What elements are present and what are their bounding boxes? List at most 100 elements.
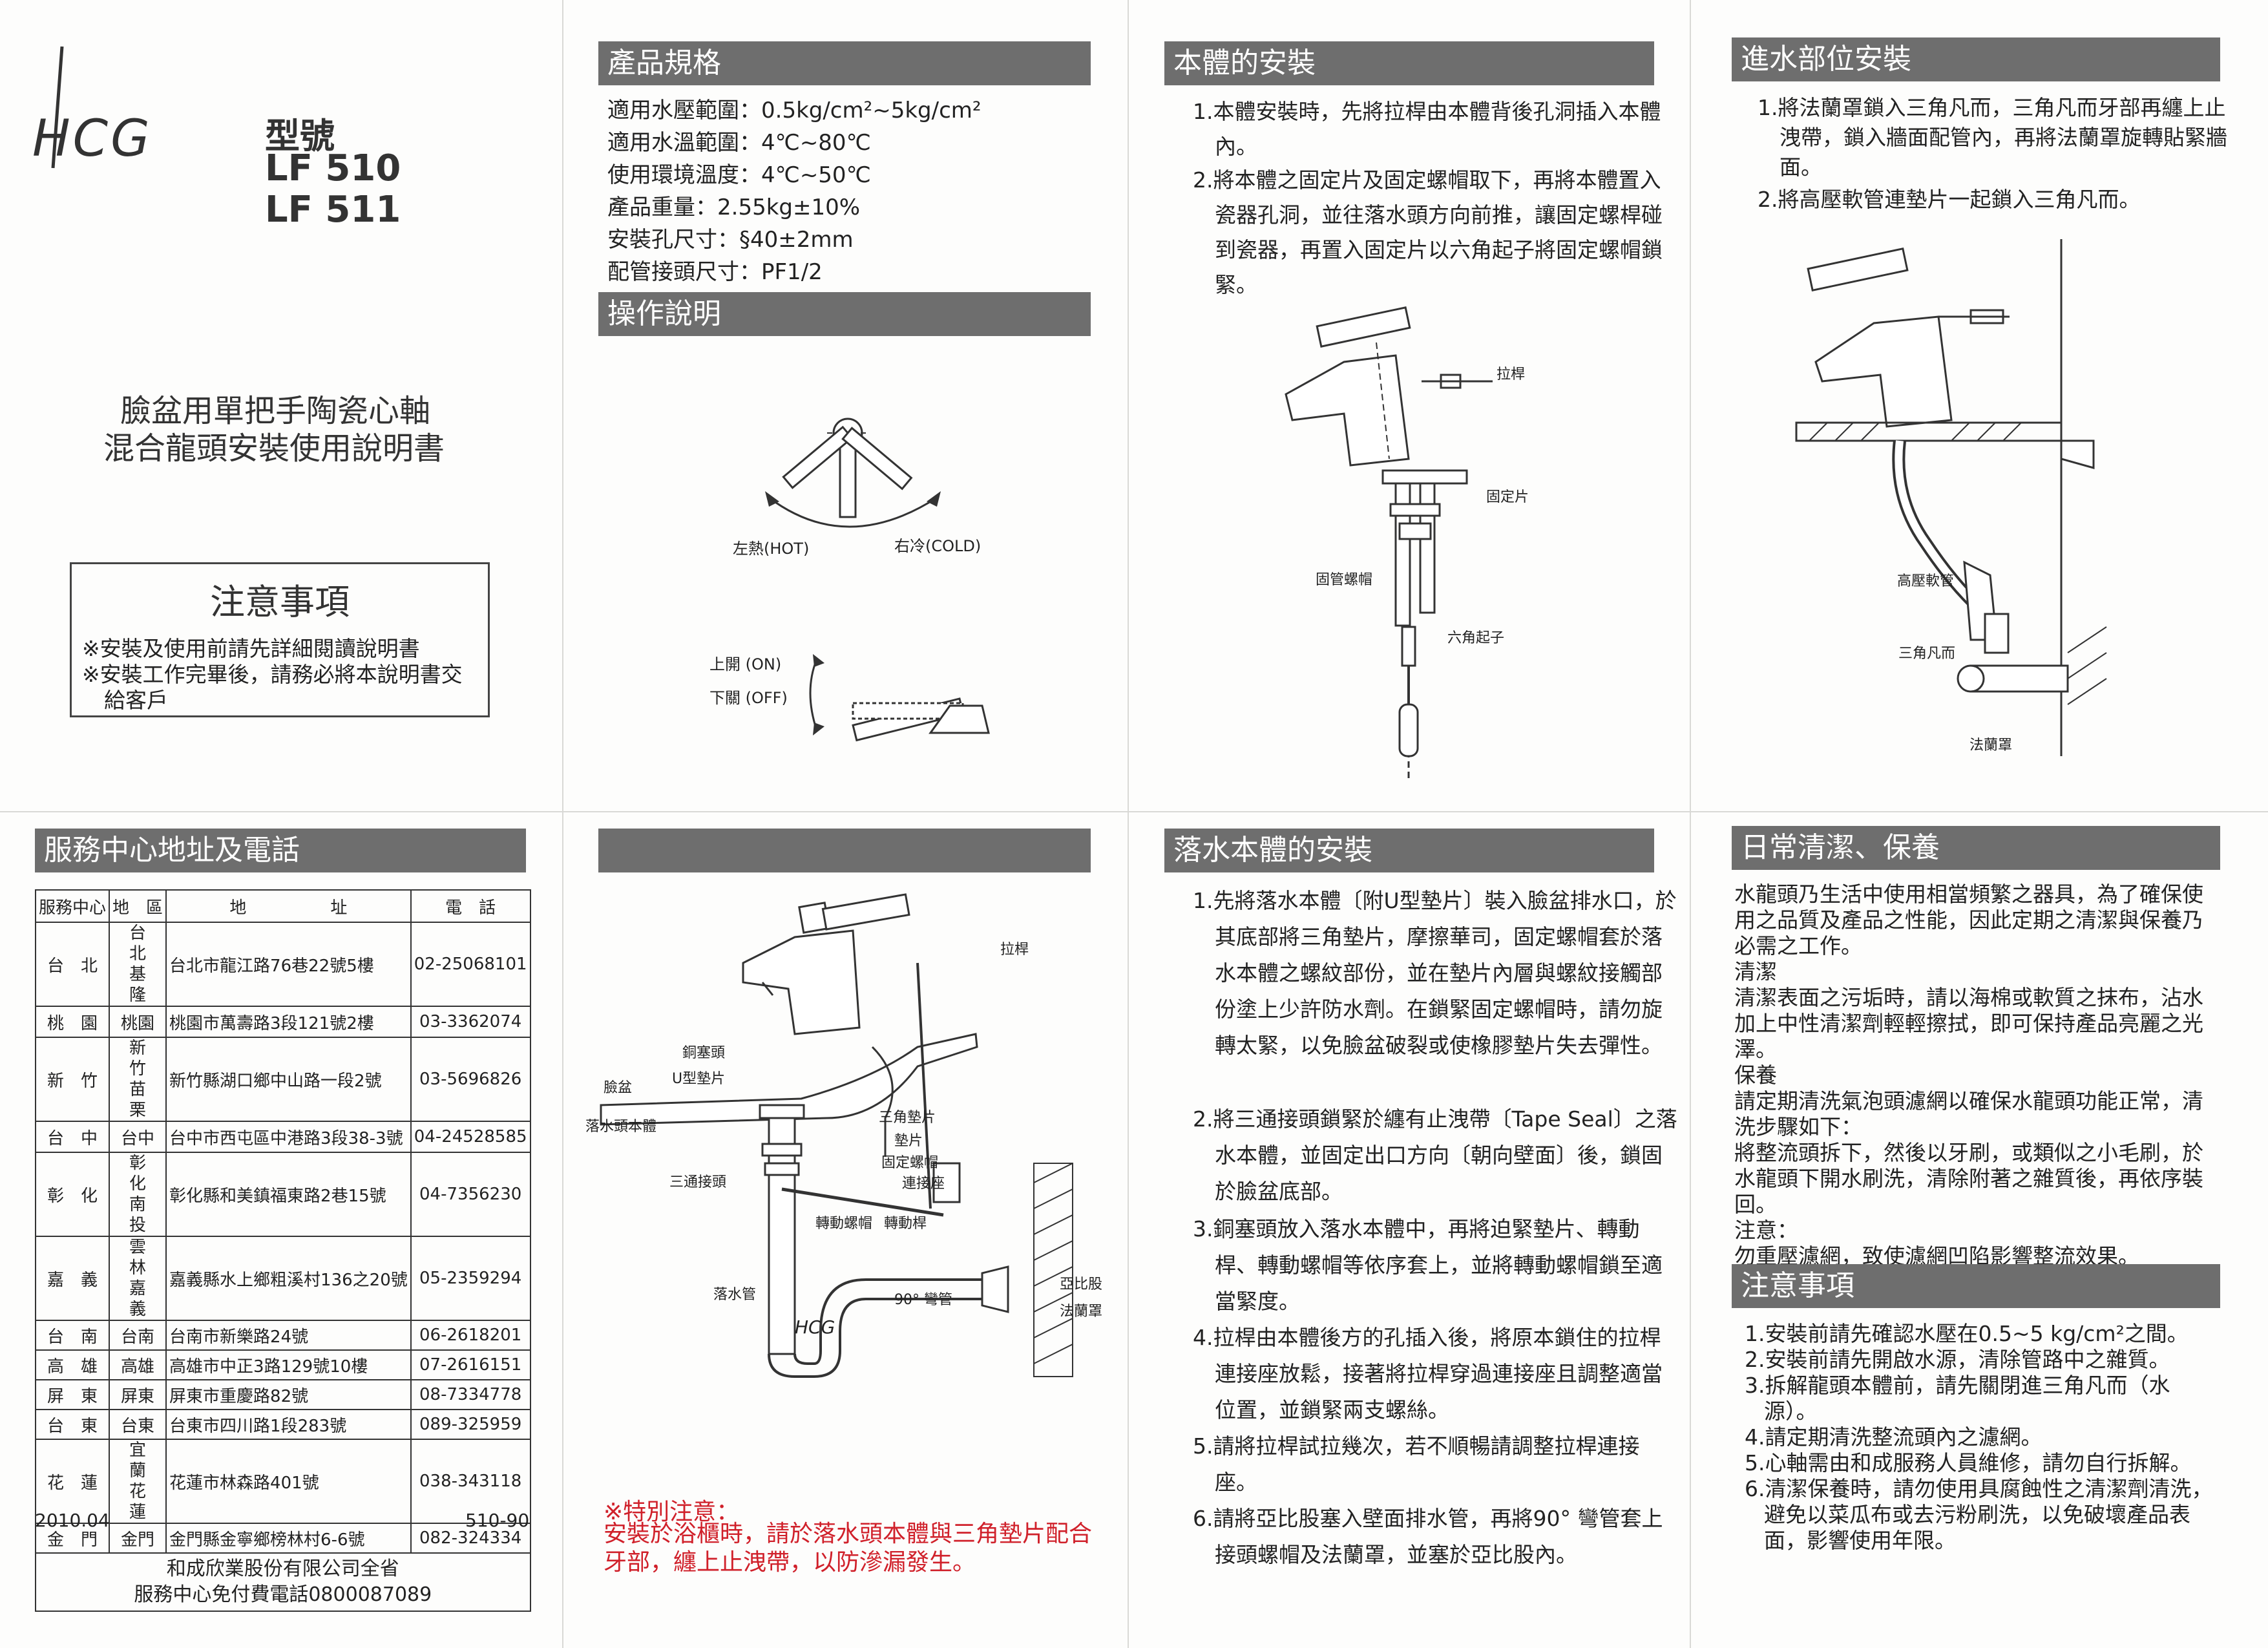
cover-notice-line-1: ※安裝及使用前請先詳細閱讀說明書 [82,636,420,661]
label-asia: 亞比股 [1060,1276,1103,1293]
label-body-hex: 六角起子 [1447,630,1505,646]
notice-list: 1.安裝前請先確認水壓在0.5~5 kg/cm²之間。 2.安裝前請先開啟水源，… [1745,1321,2220,1554]
drain-assembly-diagram [600,893,1073,1378]
label-off: 下關 (OFF) [709,689,788,707]
spec-header: 產品規格 [598,41,1091,85]
diagram-logo: HCG [795,1316,835,1338]
print-date: 2010.04 [35,1510,110,1531]
spec-list: 適用水壓範圍：0.5kg/cm²~5kg/cm² 適用水溫範圍：4℃~80℃ 使… [607,94,1086,288]
fold-line [562,0,563,1648]
label-plug: 銅塞頭 [682,1045,726,1061]
service-header: 服務中心地址及電話 [35,829,526,872]
fold-line [1128,0,1129,1648]
spec-line: 產品重量：2.55kg±10% [607,195,861,220]
label-washer: 墊片 [894,1133,923,1149]
inlet-install-header: 進水部位安裝 [1732,37,2220,81]
notice-header: 注意事項 [1732,1264,2220,1308]
lever-on-off-diagram [809,654,990,742]
brand-logo: HCG [28,39,158,169]
label-valve: 三角凡而 [1898,646,1956,662]
label-fix-nut: 固定螺帽 [881,1155,939,1171]
body-install-header: 本體的安裝 [1164,41,1654,85]
label-on: 上開 (ON) [709,655,782,673]
drain-install-step-5: 5.請將拉桿試拉幾次，若不順暢請調整拉桿連接座。 [1193,1433,1640,1495]
model-lf511: LF 511 [265,189,401,231]
table-footer-row: 和成欣業股份有限公司全省 服務中心免付費電話0800087089 [35,1552,531,1612]
label-basin: 臉盆 [604,1080,633,1096]
logo-slash-icon [51,46,64,169]
label-body-nut: 固管螺帽 [1316,572,1373,588]
drain-install-step-6: 6.請將亞比股塞入壁面排水管，再將90° 彎管套上接頭螺帽及法蘭罩，並塞於亞比股… [1193,1506,1663,1567]
col-header-phone: 電 話 [410,889,531,923]
doc-title-line-2: 混合龍頭安裝使用說明書 [103,430,445,467]
model-lf510: LF 510 [265,147,401,189]
col-header-center: 服務中心 [34,889,110,923]
table-header-row: 服務中心 地 區 地 址 電 話 [34,889,531,923]
notice-item: 6.清潔保養時，請勿使用具腐蝕性之清潔劑清洗，避免以菜瓜布或去污粉刷洗，以免破壞… [1745,1476,2213,1553]
care-text: 水龍頭乃生活中使用相當頻繁之器具，為了確保使用之品質及產品之性能，因此定期之清潔… [1734,882,2220,1269]
label-hot: 左熱(HOT) [733,540,810,558]
label-elbow: 90° 彎管 [894,1292,952,1308]
brand-name: HCG [32,110,152,168]
label-rod-nut: 轉動螺帽 [815,1216,873,1232]
care-subtitle-maintenance: 保養 [1734,1062,1777,1088]
doc-title-line-1: 臉盆用單把手陶瓷心軸 [120,393,431,429]
body-install-diagram [1285,306,1493,782]
label-u-washer: U型墊片 [672,1071,726,1087]
col-header-address: 地 址 [165,889,412,923]
body-install-step-1: 1.本體安裝時，先將拉桿由本體背後孔洞插入本體內。 [1193,99,1661,159]
doc-code: 510-90 [465,1510,530,1531]
special-note-title: ※特別注意： [604,1499,740,1525]
models-label: 型號 [265,116,335,156]
label-connector: 連接座 [902,1176,945,1192]
fold-line [1690,0,1691,1648]
care-header: 日常清潔、保養 [1732,826,2220,870]
label-body-plate: 固定片 [1486,489,1529,505]
handle-rotation-diagram [765,417,941,528]
label-cold: 右冷(COLD) [894,537,982,555]
operation-header: 操作說明 [598,292,1091,336]
label-tee: 三通接頭 [669,1174,727,1190]
drain-install-step-2: 2.將三通接頭鎖緊於纏有止洩帶〔Tape Seal〕之落水本體，並固定出口方向〔… [1193,1106,1677,1204]
notice-item: 1.安裝前請先確認水壓在0.5~5 kg/cm²之間。 [1745,1321,2189,1346]
label-body-lever: 拉桿 [1496,366,1526,383]
inlet-install-diagram [1795,239,2107,756]
col-header-area: 地 區 [109,889,167,923]
care-maintenance: 請定期清洗氣泡頭濾網以確保水龍頭功能正常，清洗步驟如下： [1734,1088,2203,1139]
inlet-install-step-1: 1.將法蘭罩鎖入三角凡而，三角凡而牙部再纏上止洩帶，鎖入牆面配管內，再將法蘭罩旋… [1758,95,2227,180]
cover-notice-box: 注意事項 ※安裝及使用前請先詳細閱讀說明書 ※安裝工作完畢後，請務必將本說明書交… [70,562,490,717]
spec-line: 適用水溫範圍：4℃~80℃ [607,130,871,156]
spec-line: 適用水壓範圍：0.5kg/cm²~5kg/cm² [607,98,982,123]
label-flange: 法蘭罩 [1060,1304,1103,1320]
care-cleaning: 清潔表面之污垢時，請以海棉或軟質之抹布，沾水加上中性清潔劑輕輕擦拭，即可保持產品… [1734,985,2203,1062]
spec-line: 配管接頭尺寸：PF1/2 [607,259,823,285]
drain-install-step-1: 1.先將落水本體〔附U型墊片〕裝入臉盆排水口，於其底部將三角墊片，摩擦華司，固定… [1193,888,1677,1058]
notice-item: 5.心軸需由和成服務人員維修，請勿自行拆解。 [1745,1450,2192,1475]
spec-line: 使用環境溫度：4℃~50℃ [607,162,871,188]
notice-item: 4.請定期清洗整流頭內之濾網。 [1745,1424,2042,1450]
service-footer-line-1: 和成欣業股份有限公司全省 [166,1558,399,1580]
label-drain-body: 落水頭本體 [585,1119,657,1135]
care-steps: 將整流頭拆下，然後以牙刷，或類似之小毛刷，於水龍頭下開水刷洗，清除附著之雜質後，… [1734,1140,2203,1217]
drain-install-header: 落水本體的安裝 [1164,829,1654,872]
label-lever: 拉桿 [1000,942,1029,958]
label-tri-washer: 三角墊片 [879,1110,936,1126]
label-drain-pipe: 落水管 [713,1287,757,1303]
body-install-step-2: 2.將本體之固定片及固定螺帽取下，再將本體置入瓷器孔洞，並往落水頭方向前推，讓固… [1193,167,1663,297]
cover-notice-title: 注意事項 [210,582,350,622]
service-footer-line-2: 服務中心免付費電話0800087089 [134,1583,432,1606]
notice-item: 3.拆解龍頭本體前，請先關閉進三角凡而（水源）。 [1745,1373,2170,1424]
label-rod: 轉動桿 [884,1216,927,1232]
label-inlet-flange: 法蘭罩 [1969,737,2013,754]
